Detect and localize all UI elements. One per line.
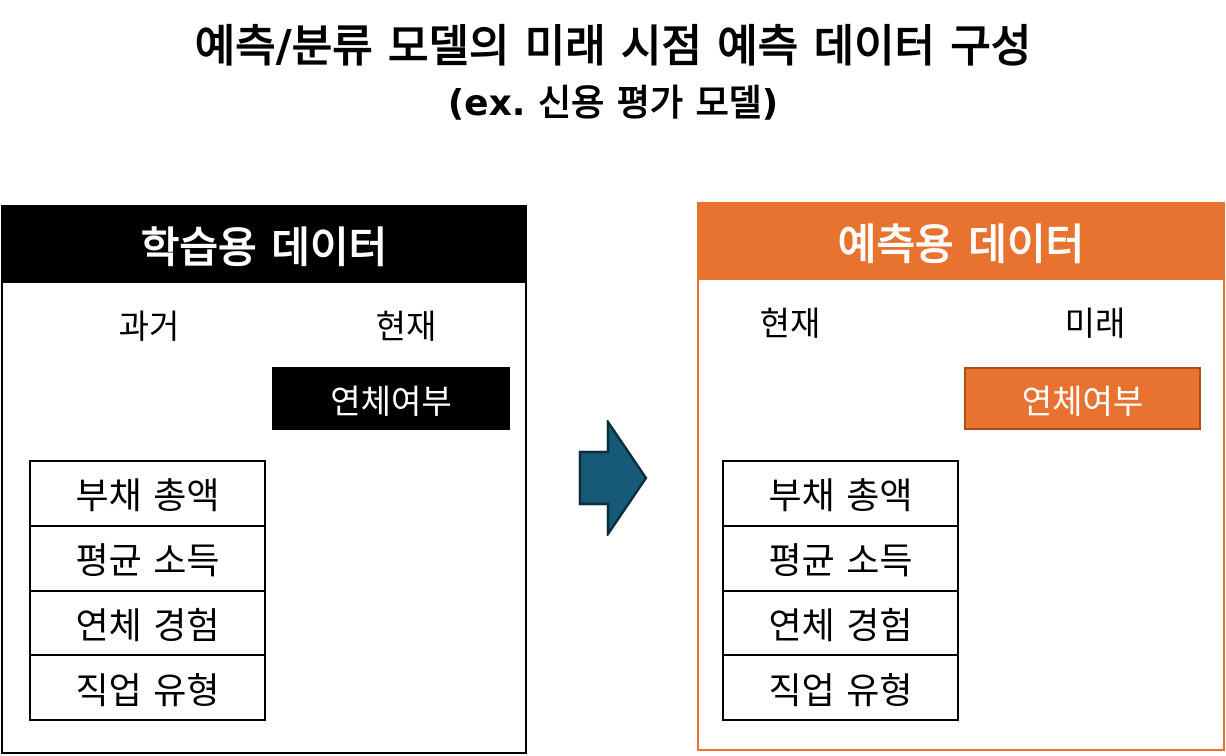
training-feature-table: 부채 총액 평균 소득 연체 경험 직업 유형 [29, 460, 266, 721]
diagram-title: 예측/분류 모델의 미래 시점 예측 데이터 구성 [194, 21, 1032, 72]
prediction-panel-header: 예측용 데이터 [697, 202, 1225, 280]
feature-cell: 직업 유형 [75, 670, 220, 712]
feature-cell: 평균 소득 [724, 527, 957, 592]
training-target-box: 연체여부 [272, 367, 510, 430]
feature-cell: 부채 총액 [724, 462, 957, 527]
feature-cell: 부채 총액 [31, 462, 264, 527]
prediction-future-label: 미래 [1064, 304, 1126, 343]
prediction-present-label: 현재 [759, 304, 821, 343]
diagram-subtitle: (ex. 신용 평가 모델) [447, 83, 779, 124]
training-present-label: 현재 [375, 307, 437, 346]
prediction-target-box: 연체여부 [964, 367, 1201, 430]
feature-cell: 직업 유형 [768, 670, 913, 712]
prediction-feature-table: 부채 총액 평균 소득 연체 경험 직업 유형 [722, 460, 959, 721]
training-data-panel: 학습용 데이터 과거 현재 연체여부 부채 총액 평균 소득 연체 경험 직업 … [1, 205, 527, 754]
feature-cell: 연체 경험 [724, 592, 957, 657]
feature-cell: 연체 경험 [31, 592, 264, 657]
training-past-label: 과거 [118, 307, 180, 346]
prediction-data-panel: 예측용 데이터 현재 미래 연체여부 부채 총액 평균 소득 연체 경험 직업 … [697, 202, 1225, 751]
right-arrow-icon [578, 420, 648, 536]
feature-cell: 평균 소득 [31, 527, 264, 592]
training-panel-header: 학습용 데이터 [1, 205, 527, 283]
